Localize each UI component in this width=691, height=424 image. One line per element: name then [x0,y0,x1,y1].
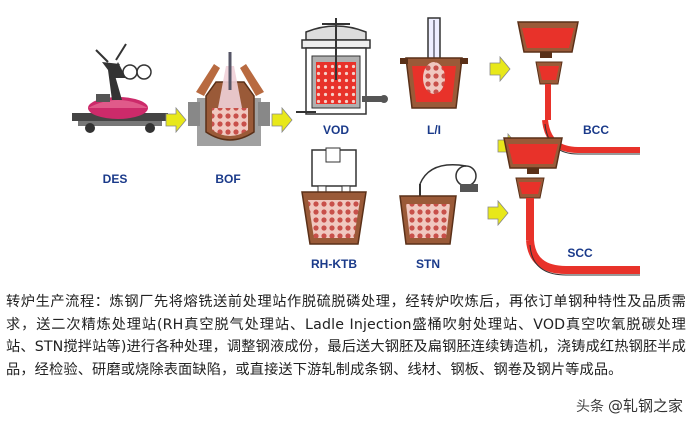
process-description: 转炉生产流程：炼钢厂先将熔铣送前处理站作脱硫脱磷处理，经转炉吹炼后，再依订单钢种… [6,294,686,378]
li-unit [400,17,468,109]
watermark: 头条 @轧钢之家 [576,395,683,416]
arrow-bof-vod [271,106,293,134]
rhktb-unit [301,147,367,245]
toutiao-logo: 头条 [575,398,604,415]
scc-unit [503,137,640,276]
bof-label: BOF [215,172,240,186]
bcc-label: BCC [583,123,609,137]
des-label: DES [103,172,128,186]
bof-unit [188,52,270,146]
steelmaking-flow-diagram: DES BOF VOD L/I [72,17,640,276]
scc-label: SCC [567,246,593,260]
arrow-to-casting [489,55,511,83]
vod-unit [296,18,388,115]
stn-label: STN [416,257,440,271]
arrow-des-bof [165,106,187,134]
stn-unit [399,164,478,245]
bcc-unit [517,21,640,155]
arrow-rhktb-casting [487,199,509,227]
watermark-text: @轧钢之家 [607,397,683,415]
des-unit [72,43,168,133]
li-label: L/I [427,123,441,137]
rhktb-label: RH-KTB [311,257,357,271]
vod-label: VOD [323,123,349,137]
